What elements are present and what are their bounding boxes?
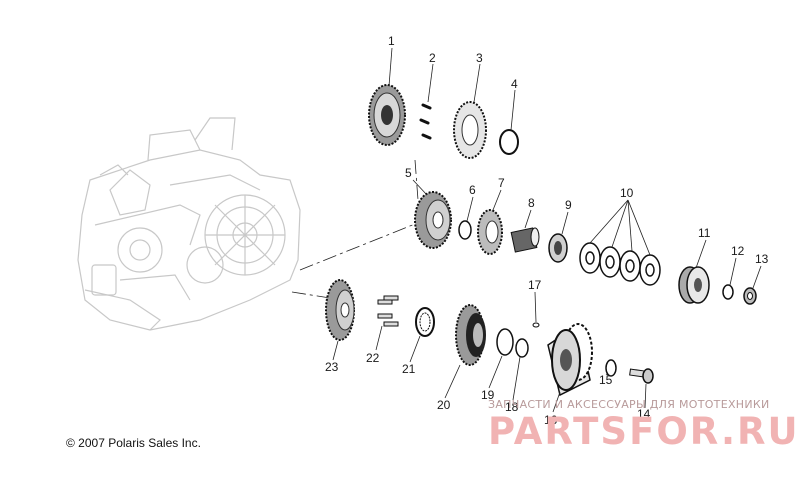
callout-6: 6 xyxy=(469,183,476,197)
leader-lines xyxy=(332,47,762,413)
callout-16: 16 xyxy=(544,413,558,427)
part-8-bearing xyxy=(510,227,540,253)
callout-11: 11 xyxy=(698,226,711,240)
callout-labels: 1 2 3 4 5 6 7 8 9 10 11 12 13 14 15 16 1… xyxy=(325,34,769,427)
part-9-collar xyxy=(548,233,568,263)
callout-18: 18 xyxy=(505,400,519,414)
callout-12: 12 xyxy=(731,244,745,258)
engine-block-outline xyxy=(77,117,301,331)
callout-19: 19 xyxy=(481,388,495,402)
callout-2: 2 xyxy=(429,51,436,65)
callout-5: 5 xyxy=(405,166,412,180)
part-21-bearing xyxy=(415,307,435,337)
callout-14: 14 xyxy=(637,407,651,421)
part-14-bolt xyxy=(629,368,654,384)
part-6-washer xyxy=(458,220,472,240)
watermark-brand: PARTSFOR.RU xyxy=(488,410,800,453)
part-17-pin xyxy=(532,322,540,328)
part-7-gear xyxy=(477,209,503,255)
watermark-tagline: ЗАПЧАСТИ И АКСЕССУАРЫ ДЛЯ МОТОТЕХНИКИ xyxy=(488,398,770,411)
callout-13: 13 xyxy=(755,252,769,266)
part-23-gear xyxy=(325,279,355,341)
callout-3: 3 xyxy=(476,51,483,65)
part-2-pins xyxy=(419,103,432,140)
part-19-washer xyxy=(496,328,514,356)
callout-23: 23 xyxy=(325,360,339,374)
copyright-notice: © 2007 Polaris Sales Inc. xyxy=(66,436,201,450)
part-15-washer xyxy=(605,359,617,377)
callout-17: 17 xyxy=(528,278,542,292)
callout-4: 4 xyxy=(511,77,518,91)
callout-20: 20 xyxy=(437,398,451,412)
part-18-ring xyxy=(515,338,529,358)
part-3-gear-ring xyxy=(453,101,487,159)
callout-21: 21 xyxy=(402,362,416,376)
part-22-bolts xyxy=(377,295,399,327)
callout-9: 9 xyxy=(565,198,572,212)
part-13-nut xyxy=(743,287,757,305)
part-20-gear xyxy=(455,304,486,366)
part-4-snap-ring xyxy=(499,129,519,155)
callout-8: 8 xyxy=(528,196,535,210)
part-11-hub xyxy=(678,266,710,304)
part-5-gear xyxy=(414,191,452,249)
part-12-washer xyxy=(722,284,734,300)
callout-10: 10 xyxy=(620,186,634,200)
part-16-drum xyxy=(547,323,593,397)
callout-7: 7 xyxy=(498,176,505,190)
part-1-gear xyxy=(368,84,406,146)
callout-1: 1 xyxy=(388,34,395,48)
callout-22: 22 xyxy=(366,351,380,365)
center-lines xyxy=(291,159,421,299)
callout-15: 15 xyxy=(599,373,613,387)
